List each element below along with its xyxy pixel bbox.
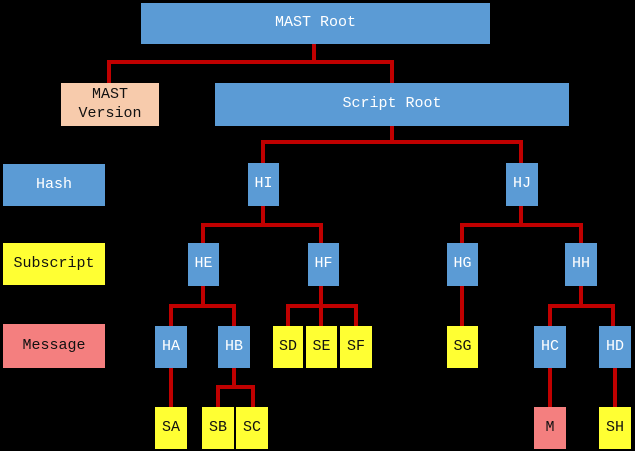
node-hf: HF: [308, 243, 339, 286]
edge-ha-drop: [169, 304, 173, 326]
edge-sf-drop: [354, 304, 358, 326]
edge-hd-drop: [611, 304, 615, 326]
edge-hh-stem: [579, 286, 583, 308]
node-hc: HC: [534, 326, 566, 368]
node-sf: SF: [340, 326, 372, 368]
edge-hi-bar: [201, 223, 323, 227]
node-hh: HH: [565, 243, 597, 286]
edge-sc-drop: [251, 385, 255, 407]
edge-hg-sg: [460, 286, 464, 326]
edge-sd-drop: [286, 304, 290, 326]
edge-mastversion-drop: [107, 60, 111, 83]
node-sc: SC: [236, 407, 268, 449]
edge-hi-stem: [261, 206, 265, 227]
edge-hi-drop: [261, 140, 265, 163]
node-se: SE: [306, 326, 337, 368]
edge-ha-sa: [169, 368, 173, 407]
edge-level1-bar: [107, 60, 394, 64]
edge-hd-sh: [613, 368, 617, 407]
edge-scriptroot-stem: [390, 126, 394, 144]
edge-hh-drop: [579, 223, 583, 243]
legend-hash: Hash: [3, 164, 105, 206]
node-mast-root: MAST Root: [141, 3, 490, 44]
node-hj: HJ: [506, 163, 538, 206]
edge-he-stem: [201, 286, 205, 308]
node-sb: SB: [202, 407, 234, 449]
edge-hf-stem: [319, 286, 323, 308]
edge-he-drop: [201, 223, 205, 243]
edge-scriptroot-drop: [390, 60, 394, 83]
node-script-root: Script Root: [215, 83, 569, 126]
node-hd: HD: [599, 326, 631, 368]
node-hg: HG: [447, 243, 478, 286]
edge-level2-bar: [261, 140, 523, 144]
edge-hc-drop: [548, 304, 552, 326]
node-sh: SH: [599, 407, 631, 449]
edge-hc-m: [548, 368, 552, 407]
edge-hb-drop: [232, 304, 236, 326]
edge-hj-bar: [460, 223, 583, 227]
node-he: HE: [188, 243, 219, 286]
legend-subscript: Subscript: [3, 243, 105, 285]
edge-he-bar: [169, 304, 236, 308]
edge-hg-drop: [460, 223, 464, 243]
edge-hj-drop: [519, 140, 523, 163]
node-m: M: [534, 407, 566, 449]
node-sa: SA: [155, 407, 187, 449]
node-hi: HI: [248, 163, 279, 206]
edge-hb-bar: [216, 385, 255, 389]
edge-mastroot-stem: [312, 44, 316, 64]
node-sg: SG: [447, 326, 478, 368]
edge-hh-bar: [548, 304, 615, 308]
node-ha: HA: [155, 326, 187, 368]
edge-hf-drop: [319, 223, 323, 243]
edge-hb-stem: [232, 368, 236, 389]
edge-sb-drop: [216, 385, 220, 407]
node-hb: HB: [218, 326, 250, 368]
edge-se-drop: [319, 304, 323, 326]
node-mast-version: MAST Version: [61, 83, 159, 126]
edge-hj-stem: [519, 206, 523, 227]
legend-message: Message: [3, 324, 105, 368]
node-sd: SD: [273, 326, 303, 368]
